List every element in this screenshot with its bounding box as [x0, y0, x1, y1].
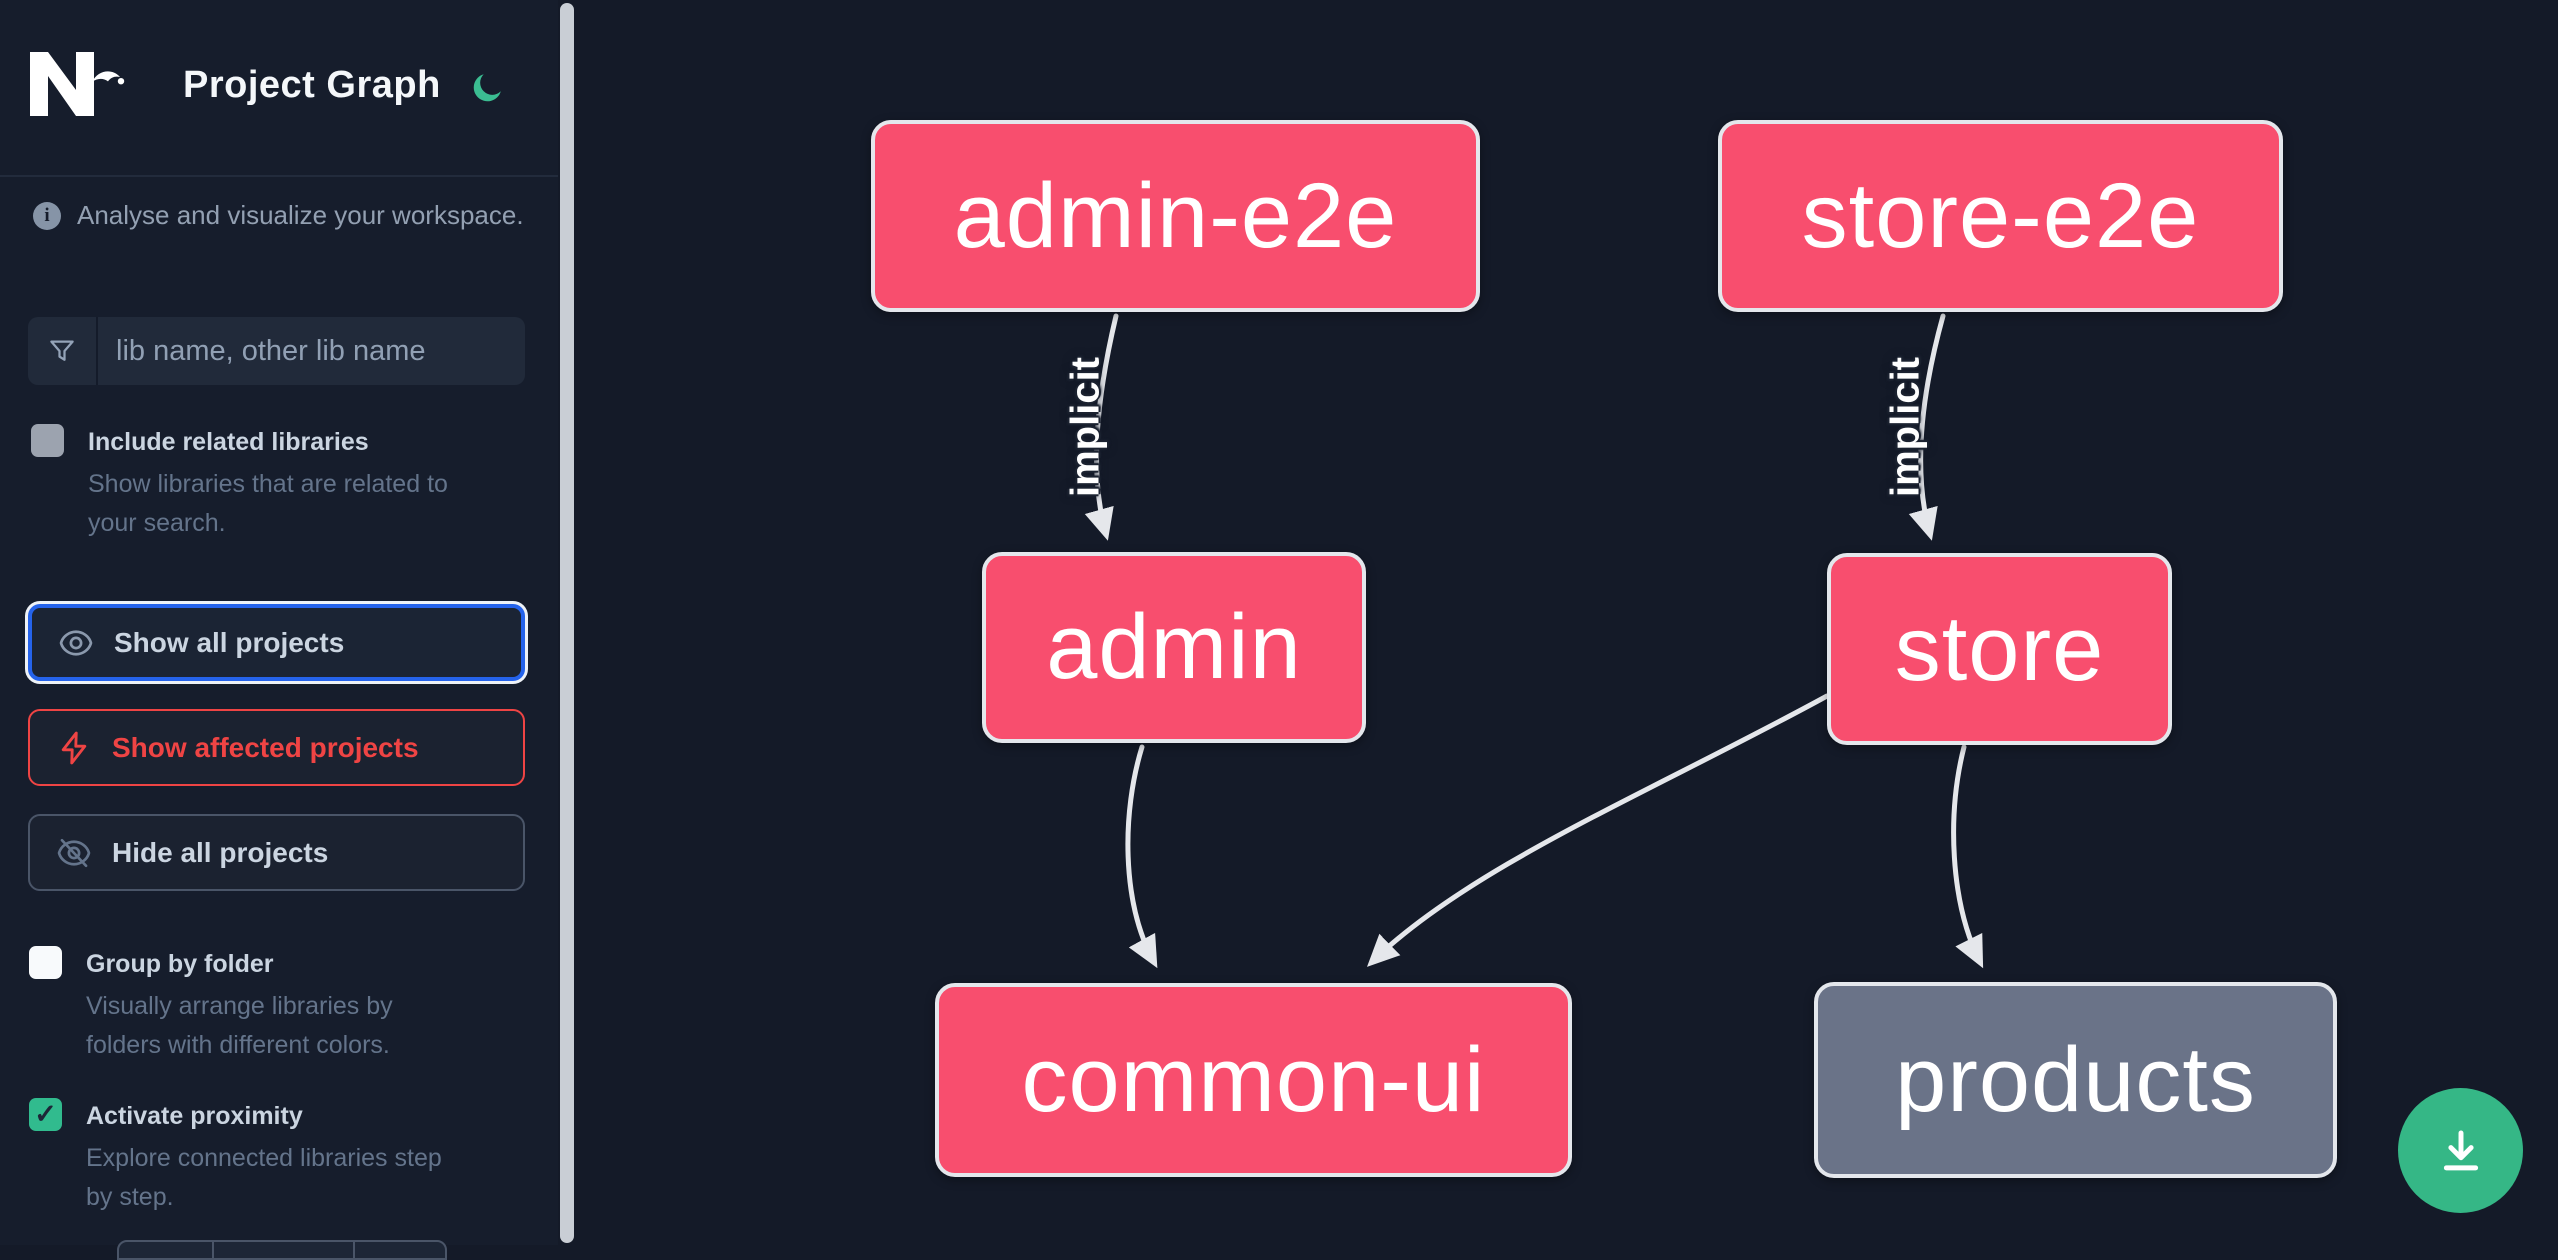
graph-node-admin[interactable]: admin	[982, 552, 1366, 743]
filter-funnel-icon	[28, 317, 98, 385]
eye-icon	[58, 625, 94, 661]
include-related-checkbox[interactable]	[31, 424, 64, 457]
node-label: admin-e2e	[953, 164, 1398, 267]
proximity-increment-segment[interactable]	[353, 1242, 445, 1258]
include-related-description: Show libraries that are related to your …	[88, 470, 448, 537]
toggle-include-related[interactable]: Include related libraries Show libraries…	[31, 424, 448, 543]
info-icon: i	[33, 201, 61, 230]
eye-off-icon	[56, 835, 92, 871]
download-graph-button[interactable]	[2398, 1088, 2523, 1213]
graph-node-store-e2e[interactable]: store-e2e	[1718, 120, 2283, 312]
activate-proximity-checkbox[interactable]	[29, 1098, 62, 1131]
proximity-depth-control[interactable]	[117, 1240, 447, 1260]
button-label: Hide all projects	[112, 836, 329, 868]
graph-node-common-ui[interactable]: common-ui	[935, 983, 1572, 1177]
activate-proximity-description: Explore connected libraries step by step…	[86, 1144, 442, 1211]
edge-label-implicit: implicit	[1883, 356, 1928, 498]
show-all-projects-button[interactable]: Show all projects	[28, 604, 525, 681]
button-label: Show all projects	[114, 626, 345, 658]
search-box	[28, 317, 525, 385]
toggle-activate-proximity[interactable]: Activate proximity Explore connected lib…	[29, 1098, 442, 1217]
toggle-group-by-folder[interactable]: Group by folder Visually arrange librari…	[29, 946, 393, 1065]
group-by-folder-checkbox[interactable]	[29, 946, 62, 979]
proximity-value-segment	[212, 1242, 353, 1258]
sidebar-header: Project Graph	[0, 0, 558, 177]
nx-logo	[30, 52, 130, 116]
app-title: Project Graph	[183, 64, 441, 106]
edge-label-implicit: implicit	[1063, 356, 1108, 498]
moon-icon	[469, 70, 513, 106]
button-label: Show affected projects	[112, 731, 419, 763]
node-label: admin	[1046, 596, 1302, 698]
edge-admin-to-common-ui	[1125, 744, 1158, 969]
sidebar: Project Graph i Analyse and visualize yo…	[0, 0, 558, 1260]
node-label: store-e2e	[1801, 164, 2200, 267]
include-related-label: Include related libraries	[88, 428, 369, 456]
tagline-text: Analyse and visualize your workspace.	[77, 200, 524, 230]
node-label: products	[1895, 1028, 2256, 1131]
graph-node-store[interactable]: store	[1827, 553, 2172, 745]
proximity-decrement-segment[interactable]	[119, 1242, 212, 1258]
search-input[interactable]	[98, 317, 525, 385]
graph-node-products[interactable]: products	[1814, 982, 2337, 1178]
hide-all-projects-button[interactable]: Hide all projects	[28, 814, 525, 891]
graph-node-admin-e2e[interactable]: admin-e2e	[871, 120, 1480, 312]
theme-toggle-button[interactable]	[469, 66, 513, 110]
lightning-bolt-icon	[56, 730, 92, 766]
download-icon	[2434, 1124, 2488, 1178]
group-by-folder-label: Group by folder	[86, 950, 274, 978]
node-label: store	[1894, 597, 2105, 700]
group-by-folder-description: Visually arrange libraries by folders wi…	[86, 992, 393, 1059]
sidebar-scrollbar-thumb[interactable]	[560, 3, 574, 1243]
edge-store-to-products	[1951, 744, 1984, 969]
edge-store-to-common-ui	[1366, 693, 1830, 967]
show-affected-projects-button[interactable]: Show affected projects	[28, 709, 525, 786]
activate-proximity-label: Activate proximity	[86, 1102, 303, 1130]
node-label: common-ui	[1021, 1028, 1486, 1131]
tagline-row: i Analyse and visualize your workspace.	[33, 200, 524, 231]
